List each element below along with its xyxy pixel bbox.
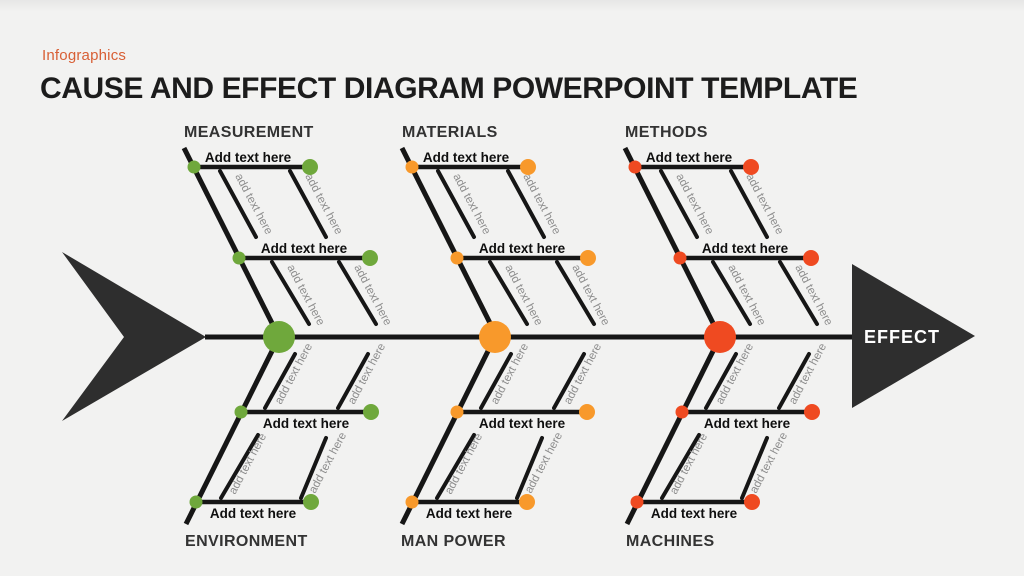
junction-dot [673,251,687,265]
end-dot [579,404,595,420]
end-dot [302,159,318,175]
twig-line [288,169,328,239]
bone-line [399,335,498,526]
effect-arrow [852,264,975,408]
section-materials: MATERIALS add text here add text here Ad… [399,124,611,339]
section-machines: add text here add text here Add text her… [624,335,829,550]
junction-dot [450,405,464,419]
twig-line [729,169,769,239]
branch-placeholder[interactable]: Add text here [702,241,789,256]
category-environment-label[interactable]: ENVIRONMENT [185,533,308,550]
branch-placeholder[interactable]: Add text here [651,506,738,521]
end-dot [580,250,596,266]
branch-placeholder[interactable]: Add text here [426,506,513,521]
twig-line [711,260,752,326]
twig-placeholder[interactable]: add text here [443,431,485,496]
effect-label: EFFECT [864,327,940,347]
section-environment: add text here add text here Add text her… [183,335,388,550]
branch-placeholder[interactable]: Add text here [704,416,791,431]
bone-line [399,146,500,339]
branch-placeholder[interactable]: Add text here [261,241,348,256]
bone-line [622,146,723,339]
twig-line [270,260,311,326]
junction-dot [405,160,419,174]
twig-placeholder[interactable]: add text here [307,430,349,495]
twig-line [436,169,476,239]
twig-line [552,352,586,410]
end-dot [803,250,819,266]
branch-placeholder[interactable]: Add text here [479,416,566,431]
twig-line [659,169,699,239]
end-dot [804,404,820,420]
twig-placeholder[interactable]: add text here [748,430,790,495]
junction-dot [232,251,246,265]
twig-line [555,260,596,326]
branch-placeholder[interactable]: Add text here [479,241,566,256]
twig-line [219,433,260,500]
twig-line [435,433,476,500]
junction-dot [234,405,248,419]
junction-dot [628,160,642,174]
branch-placeholder[interactable]: Add text here [210,506,297,521]
bone-line [181,146,282,339]
twig-line [740,436,769,500]
twig-placeholder[interactable]: add text here [562,341,604,406]
section-man-power: add text here add text here Add text her… [399,335,604,550]
hub-dot-orange [479,321,511,353]
junction-dot [675,405,689,419]
twig-line [488,260,529,326]
twig-line [479,352,513,410]
tail-arrow [62,252,206,421]
branch-placeholder[interactable]: Add text here [263,416,350,431]
end-dot [363,404,379,420]
category-man-power-label[interactable]: MAN POWER [401,533,506,550]
branch-placeholder[interactable]: Add text here [205,150,292,165]
twig-line [506,169,546,239]
twig-line [778,260,819,326]
end-dot [519,494,535,510]
twig-line [263,352,297,410]
branch-placeholder[interactable]: Add text here [646,150,733,165]
twig-line [336,352,370,410]
twig-placeholder[interactable]: add text here [523,430,565,495]
hub-dot-green [263,321,295,353]
bone-line [624,335,723,526]
twig-line [515,436,544,500]
end-dot [744,494,760,510]
twig-line [218,169,258,239]
category-methods-label[interactable]: METHODS [625,124,708,141]
category-measurement-label[interactable]: MEASUREMENT [184,124,314,141]
junction-dot [187,160,201,174]
end-dot [520,159,536,175]
twig-line [660,433,701,500]
branch-placeholder[interactable]: Add text here [423,150,510,165]
junction-dot [405,495,419,509]
twig-line [704,352,738,410]
twig-placeholder[interactable]: add text here [787,341,829,406]
category-machines-label[interactable]: MACHINES [626,533,715,550]
end-dot [743,159,759,175]
brand-label: Infographics [42,47,127,64]
junction-dot [630,495,644,509]
bone-line [183,335,282,526]
junction-dot [189,495,203,509]
end-dot [362,250,378,266]
twig-line [299,436,328,500]
end-dot [303,494,319,510]
section-measurement: MEASUREMENT add text here add text here … [181,124,393,339]
page-title: CAUSE AND EFFECT DIAGRAM POWERPOINT TEMP… [40,72,858,105]
hub-dot-red [704,321,736,353]
twig-placeholder[interactable]: add text here [227,431,269,496]
category-materials-label[interactable]: MATERIALS [402,124,498,141]
junction-dot [450,251,464,265]
section-methods: METHODS add text here add text here Add … [622,124,834,339]
twig-placeholder[interactable]: add text here [346,341,388,406]
twig-placeholder[interactable]: add text here [668,431,710,496]
twig-line [777,352,811,410]
twig-line [337,260,378,326]
